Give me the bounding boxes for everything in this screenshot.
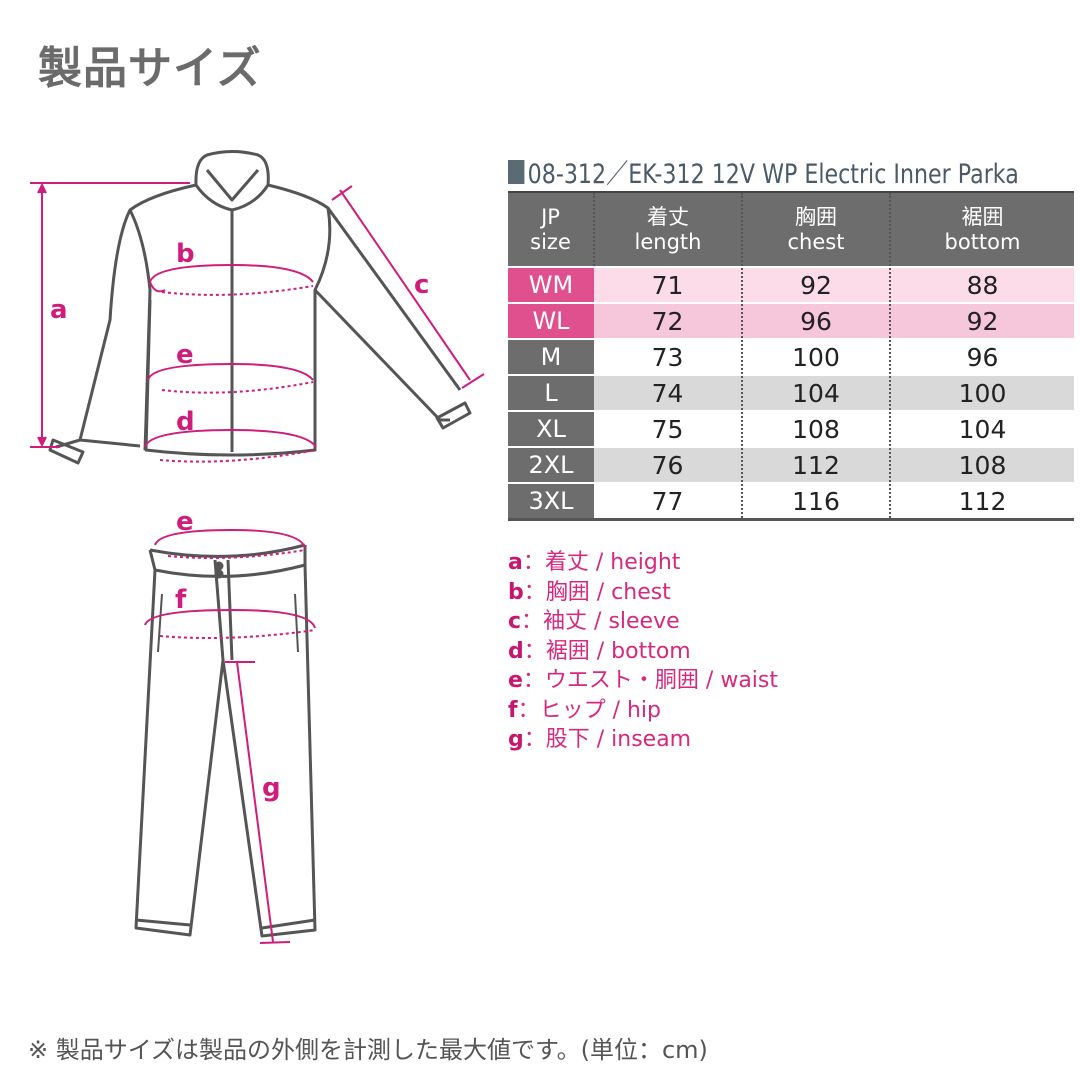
size-cell: WL [508, 303, 594, 340]
table-row: WM 71 92 88 [508, 267, 1074, 304]
table-row: WL 72 96 92 [508, 303, 1074, 340]
measurement-legend: a：着丈 / height b：胸囲 / chest c：袖丈 / sleeve… [508, 548, 778, 755]
table-row: XL 75 108 104 [508, 411, 1074, 448]
table-row: L 74 104 100 [508, 375, 1074, 412]
label-d: d [176, 407, 195, 437]
bottom-cell: 100 [889, 375, 1074, 412]
chest-cell: 116 [741, 483, 890, 521]
legend-item-c: c：袖丈 / sleeve [508, 609, 680, 634]
size-cell: L [508, 375, 594, 412]
length-cell: 73 [594, 339, 742, 376]
length-cell: 74 [594, 375, 742, 412]
label-a: a [50, 295, 68, 325]
length-cell: 77 [594, 483, 742, 521]
bottom-cell: 88 [889, 267, 1074, 304]
table-row: 3XL 77 116 112 [508, 483, 1074, 521]
size-cell: WM [508, 267, 594, 304]
bottom-cell: 104 [889, 411, 1074, 448]
table-row: 2XL 76 112 108 [508, 447, 1074, 484]
jacket-labels: a b c e d [50, 239, 429, 437]
square-bullet-icon [508, 159, 525, 184]
footnote: ※ 製品サイズは製品の外側を計測した最大値です。(単位：cm) [28, 1036, 708, 1064]
bottom-cell: 96 [889, 339, 1074, 376]
jacket-measure-lines [30, 182, 485, 463]
length-cell: 76 [594, 447, 742, 484]
legend-item-d: d：裾囲 / bottom [508, 638, 691, 664]
legend-item-f: f：ヒップ / hip [508, 697, 661, 723]
size-cell: XL [508, 411, 594, 448]
chest-cell: 96 [741, 303, 890, 340]
length-cell: 72 [594, 303, 742, 340]
bottom-cell: 112 [889, 483, 1074, 521]
legend-item-a: a：着丈 / height [508, 550, 681, 575]
legend-item-g: g：股下 / inseam [508, 727, 692, 752]
size-cell: 2XL [508, 447, 594, 484]
jacket-outline [48, 150, 472, 465]
page-title: 製品サイズ [38, 43, 262, 94]
bottom-cell: 92 [889, 303, 1074, 340]
table-row: M 73 100 96 [508, 339, 1074, 376]
pants-outline [134, 543, 317, 938]
chest-cell: 104 [741, 375, 890, 412]
garment-diagram: a b c e d e f g [30, 150, 485, 944]
chest-cell: 100 [741, 339, 890, 376]
size-cell: 3XL [508, 483, 594, 521]
label-g: g [262, 773, 281, 803]
size-cell: M [508, 339, 594, 376]
chest-cell: 92 [741, 267, 890, 304]
pants-measure-lines [144, 528, 316, 944]
legend-item-e: e：ウエスト・胴囲 / waist [508, 668, 778, 693]
label-b: b [176, 239, 195, 269]
label-e-jacket: e [176, 340, 194, 370]
legend-item-b: b：胸囲 / chest [508, 579, 671, 605]
label-f: f [175, 585, 187, 615]
bottom-cell: 108 [889, 447, 1074, 484]
pants-labels: e f g [175, 507, 281, 803]
length-cell: 71 [594, 267, 742, 304]
chest-cell: 112 [741, 447, 890, 484]
product-title-text: 08-312／EK-312 12V WP Electric Inner Park… [527, 159, 1019, 190]
product-title: 08-312／EK-312 12V WP Electric Inner Park… [508, 152, 1019, 191]
label-e-pants: e [176, 507, 194, 537]
chest-cell: 108 [741, 411, 890, 448]
length-cell: 75 [594, 411, 742, 448]
label-c: c [414, 270, 429, 300]
